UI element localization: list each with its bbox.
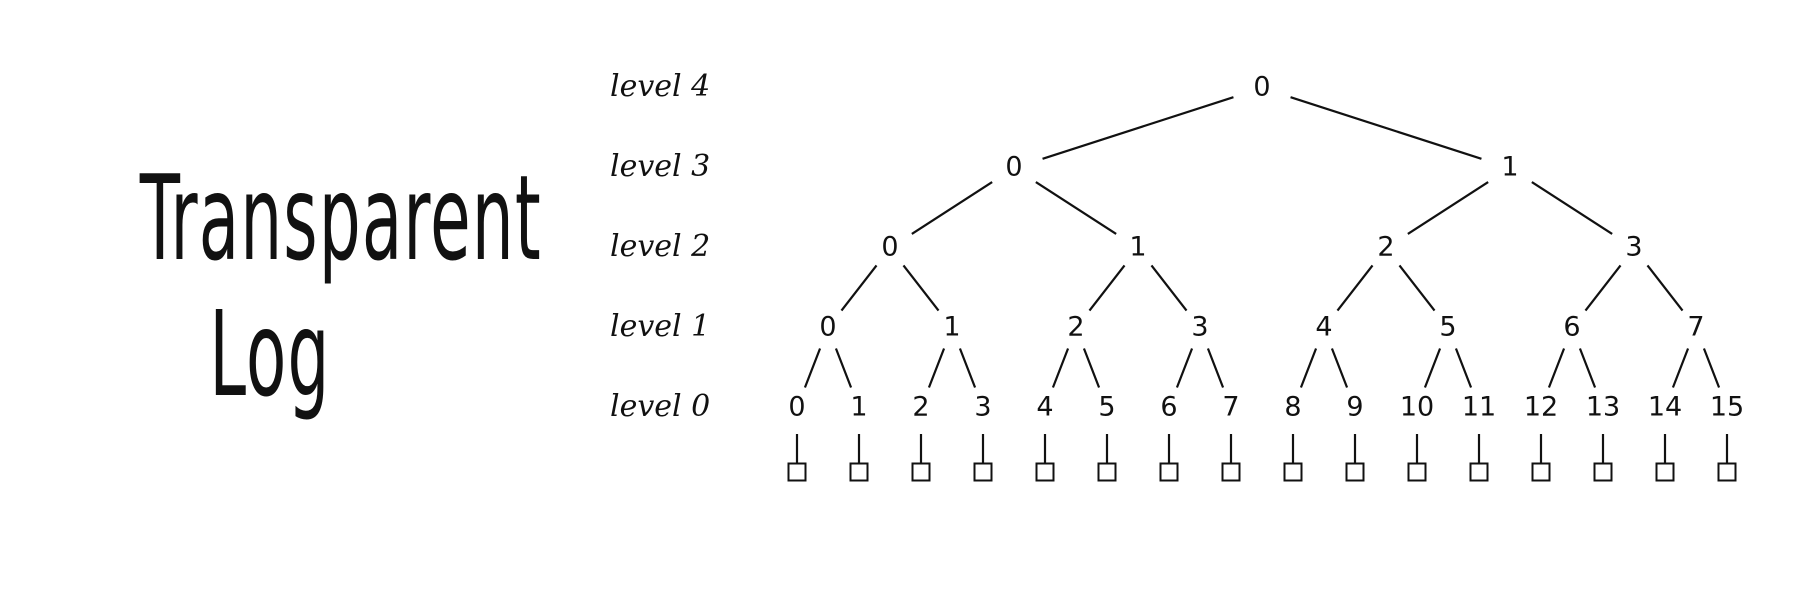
edge-l1-6-to-12 (1547, 348, 1566, 388)
edge-l2-1-to-3 (1150, 264, 1188, 312)
node-l1-3: 3 (1191, 312, 1208, 343)
level-label-1: level 1 (610, 309, 710, 344)
node-l0-5: 5 (1098, 392, 1115, 423)
node-l0-3: 3 (974, 392, 991, 423)
node-l0-11: 11 (1462, 392, 1496, 423)
leaf-record-box-6 (1159, 462, 1179, 482)
leaf-record-box-4 (1035, 462, 1055, 482)
leaf-record-box-5 (1097, 462, 1117, 482)
edge-l1-7-to-14 (1671, 348, 1690, 388)
node-l0-10: 10 (1400, 392, 1434, 423)
edge-l1-0-to-0 (803, 348, 822, 388)
node-l1-5: 5 (1439, 312, 1456, 343)
level-label-0: level 0 (610, 389, 710, 424)
edge-l3-1-to-3 (1531, 181, 1613, 235)
node-l0-9: 9 (1346, 392, 1363, 423)
title-line-2: Log (209, 285, 331, 423)
node-l0-7: 7 (1222, 392, 1239, 423)
level-label-4: level 4 (610, 69, 710, 104)
leaf-record-box-1 (849, 462, 869, 482)
tree-edges (803, 96, 1721, 388)
node-l0-8: 8 (1284, 392, 1301, 423)
leaf-record-box-8 (1283, 462, 1303, 482)
edge-l2-3-to-6 (1584, 264, 1622, 312)
leaf-record-box-11 (1469, 462, 1489, 482)
edge-l4-0-to-1 (1290, 96, 1482, 160)
leaf-record-box-13 (1593, 462, 1613, 482)
node-l0-0: 0 (788, 392, 805, 423)
node-l1-0: 0 (819, 312, 836, 343)
leaf-record-box-2 (911, 462, 931, 482)
node-l1-1: 1 (943, 312, 960, 343)
node-l0-4: 4 (1036, 392, 1053, 423)
node-l2-3: 3 (1625, 232, 1642, 263)
edge-l2-2-to-4 (1336, 264, 1374, 312)
node-l4-0: 0 (1253, 72, 1270, 103)
edge-l1-2-to-4 (1051, 348, 1070, 388)
node-l0-2: 2 (912, 392, 929, 423)
node-l2-0: 0 (881, 232, 898, 263)
edge-l1-0-to-1 (834, 348, 853, 388)
node-l0-6: 6 (1160, 392, 1177, 423)
leaf-record-box-7 (1221, 462, 1241, 482)
leaf-records (787, 434, 1737, 482)
edge-l3-0-to-0 (911, 181, 993, 235)
node-l0-1: 1 (850, 392, 867, 423)
node-l3-0: 0 (1005, 152, 1022, 183)
edge-l2-3-to-7 (1646, 264, 1684, 312)
level-labels: level 4 level 3 level 2 level 1 level 0 (610, 69, 710, 424)
node-l0-12: 12 (1524, 392, 1558, 423)
edge-l1-6-to-13 (1578, 348, 1597, 388)
node-l3-1: 1 (1501, 152, 1518, 183)
edge-l1-5-to-10 (1423, 348, 1442, 388)
edge-l2-1-to-2 (1088, 264, 1126, 312)
leaf-record-box-14 (1655, 462, 1675, 482)
edge-l4-0-to-0 (1042, 96, 1234, 160)
edge-l1-5-to-11 (1454, 348, 1473, 388)
edge-l3-0-to-1 (1035, 181, 1117, 235)
level-label-3: level 3 (610, 149, 710, 184)
leaf-record-box-9 (1345, 462, 1365, 482)
edge-l1-1-to-3 (958, 348, 977, 388)
edge-l1-3-to-7 (1206, 348, 1225, 388)
edge-l1-7-to-15 (1702, 348, 1721, 388)
edge-l1-2-to-5 (1082, 348, 1101, 388)
edge-l1-1-to-2 (927, 348, 946, 388)
edge-l3-1-to-2 (1407, 181, 1489, 235)
node-l1-7: 7 (1687, 312, 1704, 343)
edge-l2-0-to-0 (840, 264, 878, 312)
node-l1-6: 6 (1563, 312, 1580, 343)
node-l0-15: 15 (1710, 392, 1744, 423)
leaf-record-box-15 (1717, 462, 1737, 482)
node-l0-14: 14 (1648, 392, 1682, 423)
edge-l2-2-to-5 (1398, 264, 1436, 312)
node-l1-4: 4 (1315, 312, 1332, 343)
node-l2-2: 2 (1377, 232, 1394, 263)
edge-l1-4-to-8 (1299, 348, 1318, 388)
leaf-record-box-3 (973, 462, 993, 482)
leaf-record-box-12 (1531, 462, 1551, 482)
leaf-record-box-10 (1407, 462, 1427, 482)
edge-l1-4-to-9 (1330, 348, 1349, 388)
leaf-record-box-0 (787, 462, 807, 482)
node-l2-1: 1 (1129, 232, 1146, 263)
edge-l1-3-to-6 (1175, 348, 1194, 388)
node-l1-2: 2 (1067, 312, 1084, 343)
edge-l2-0-to-1 (902, 264, 940, 312)
level-label-2: level 2 (610, 229, 710, 264)
node-l0-13: 13 (1586, 392, 1620, 423)
